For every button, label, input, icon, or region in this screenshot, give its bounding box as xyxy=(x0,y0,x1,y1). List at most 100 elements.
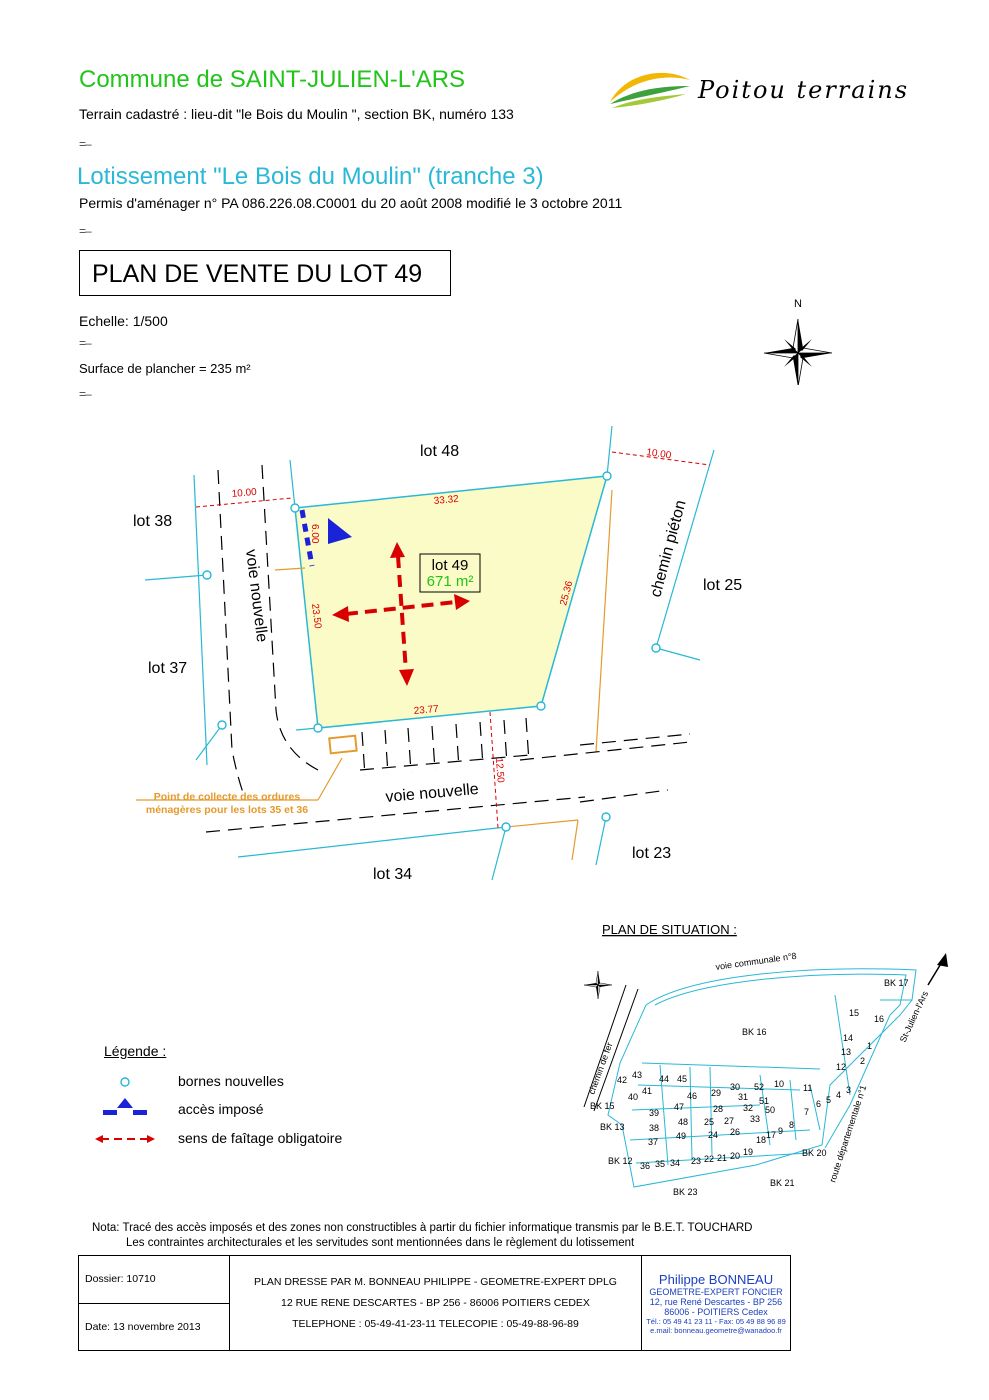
lot-num: 31 xyxy=(738,1092,748,1102)
lot-num: 24 xyxy=(708,1130,718,1140)
bk12-label: BK 12 xyxy=(608,1156,633,1166)
chemin-label: chemin piéton xyxy=(647,498,689,599)
north-label: N xyxy=(794,298,802,310)
legend-faitage: sens de faîtage obligatoire xyxy=(178,1130,343,1146)
dim-2377: 23.77 xyxy=(413,704,439,717)
note-line-2: Les contraintes architecturales et les s… xyxy=(126,1237,635,1249)
permis-text: Permis d'aménager n° PA 086.226.08.C0001… xyxy=(79,195,623,211)
lot38-label: lot 38 xyxy=(133,513,172,530)
lot-num: 46 xyxy=(687,1091,697,1101)
voie-communale-label: voie communale n°8 xyxy=(715,951,797,972)
lot-num: 49 xyxy=(676,1131,686,1141)
lot48-label: lot 48 xyxy=(420,443,459,460)
chemin-fer-label: chemin de fer xyxy=(586,1041,614,1096)
orange-lines xyxy=(136,489,613,861)
lot-num: 14 xyxy=(843,1033,853,1043)
situation-title: PLAN DE SITUATION : xyxy=(602,922,737,937)
dim-3332: 33.32 xyxy=(433,494,459,507)
collecte-label-2: ménagères pour les lots 35 et 36 xyxy=(146,804,308,816)
lot34-label: lot 34 xyxy=(373,866,412,883)
date: Date: 13 novembre 2013 xyxy=(78,1302,230,1351)
faitage-arrowheads xyxy=(332,542,470,686)
lot-num: 4 xyxy=(836,1090,841,1100)
lot-num: 18 xyxy=(756,1135,766,1145)
bk16-label: BK 16 xyxy=(742,1027,767,1037)
boundaries xyxy=(144,425,715,881)
stamp-line-1: GEOMETRE-EXPERT FONCIER xyxy=(649,1286,783,1297)
bk17-label: BK 17 xyxy=(884,978,909,988)
compass-rose-icon xyxy=(763,318,833,385)
footer-address: PLAN DRESSE PAR M. BONNEAU PHILIPPE - GE… xyxy=(229,1255,642,1351)
legend-bornes: bornes nouvelles xyxy=(178,1073,284,1089)
lot-num: 17 xyxy=(766,1130,776,1140)
lot-num: 8 xyxy=(789,1120,794,1130)
lot-num: 37 xyxy=(648,1137,658,1147)
dimension-lines xyxy=(195,451,711,829)
logo-text: Poitou terrains xyxy=(698,76,910,104)
legend-acces: accès imposé xyxy=(178,1101,264,1117)
lot25-label: lot 25 xyxy=(703,577,742,594)
st-julien-label: St-Julien-l'Ars xyxy=(898,989,931,1044)
dim-10-a: 10.00 xyxy=(231,487,257,500)
borne-icon xyxy=(120,1077,130,1087)
north-compass: N xyxy=(763,298,833,385)
lot-num: 1 xyxy=(867,1041,872,1051)
mark: =– xyxy=(79,387,92,401)
lot-num: 51 xyxy=(759,1096,769,1106)
lot-num: 34 xyxy=(670,1158,680,1168)
logo-swoosh-icon xyxy=(610,72,690,108)
bornes xyxy=(202,471,661,832)
collecte-label-1: Point de collecte des ordures xyxy=(154,791,301,803)
footer-line-3: TELEPHONE : 05-49-41-23-11 TELECOPIE : 0… xyxy=(292,1318,579,1330)
lot-num: 5 xyxy=(826,1095,831,1105)
situation-lot-numbers: 15 16 14 1 13 2 12 43 44 45 42 41 46 40 … xyxy=(617,1008,884,1171)
plan-title: PLAN DE VENTE DU LOT 49 xyxy=(79,250,451,296)
lot-num: 25 xyxy=(704,1117,714,1127)
bk21-label: BK 21 xyxy=(770,1178,795,1188)
lot-num: 47 xyxy=(674,1102,684,1112)
lot-num: 42 xyxy=(617,1075,627,1085)
lot49-area: 671 m² xyxy=(427,573,474,590)
lot-num: 10 xyxy=(774,1079,784,1089)
lot-num: 52 xyxy=(754,1082,764,1092)
bonneau-stamp: Philippe BONNEAU GEOMETRE-EXPERT FONCIER… xyxy=(641,1255,791,1351)
lot-num: 43 xyxy=(632,1070,642,1080)
access-icon xyxy=(117,1098,133,1108)
lot-num: 13 xyxy=(841,1047,851,1057)
lot-num: 22 xyxy=(704,1154,714,1164)
lot-num: 30 xyxy=(730,1082,740,1092)
bk23-label: BK 23 xyxy=(673,1187,698,1197)
road-lines xyxy=(205,464,691,833)
lot-num: 48 xyxy=(678,1117,688,1127)
lot-num: 26 xyxy=(730,1127,740,1137)
lot-num: 11 xyxy=(803,1083,812,1093)
stamp-name: Philippe BONNEAU xyxy=(658,1271,774,1287)
lot-num: 35 xyxy=(655,1159,665,1169)
stamp-line-5: e.mail: bonneau.geometre@wanadoo.fr xyxy=(650,1325,782,1335)
bk13-label: BK 13 xyxy=(600,1122,625,1132)
lotissement-title: Lotissement "Le Bois du Moulin" (tranche… xyxy=(77,163,544,190)
lot-num: 40 xyxy=(628,1092,638,1102)
mark: =– xyxy=(79,224,92,238)
echelle-text: Echelle: 1/500 xyxy=(79,313,168,329)
mark: =– xyxy=(79,336,92,350)
lot49-label: lot 49 xyxy=(432,557,469,574)
lot-num: 27 xyxy=(724,1116,734,1126)
lot-num: 32 xyxy=(743,1103,753,1113)
direction-arrow-icon xyxy=(937,953,948,967)
lot-num: 6 xyxy=(816,1099,821,1109)
lot-num: 39 xyxy=(649,1108,659,1118)
lot-num: 21 xyxy=(717,1153,727,1163)
footer-line-2: 12 RUE RENE DESCARTES - BP 256 - 86006 P… xyxy=(281,1297,590,1309)
railway-lines xyxy=(583,984,639,1112)
surface-text: Surface de plancher = 235 m² xyxy=(79,361,251,376)
lot-num: 23 xyxy=(691,1156,701,1166)
stamp-line-2: 12, rue René Descartes - BP 256 xyxy=(649,1296,783,1307)
commune-title: Commune de SAINT-JULIEN-L'ARS xyxy=(79,66,466,93)
lot-num: 12 xyxy=(836,1062,846,1072)
situation-parcels xyxy=(607,968,917,1188)
lot-num: 50 xyxy=(765,1105,775,1115)
stamp-line-3: 86006 - POITIERS Cedex xyxy=(664,1306,768,1317)
note-line-1: Nota: Tracé des accès imposés et des zon… xyxy=(92,1222,753,1234)
lot-num: 28 xyxy=(713,1104,723,1114)
